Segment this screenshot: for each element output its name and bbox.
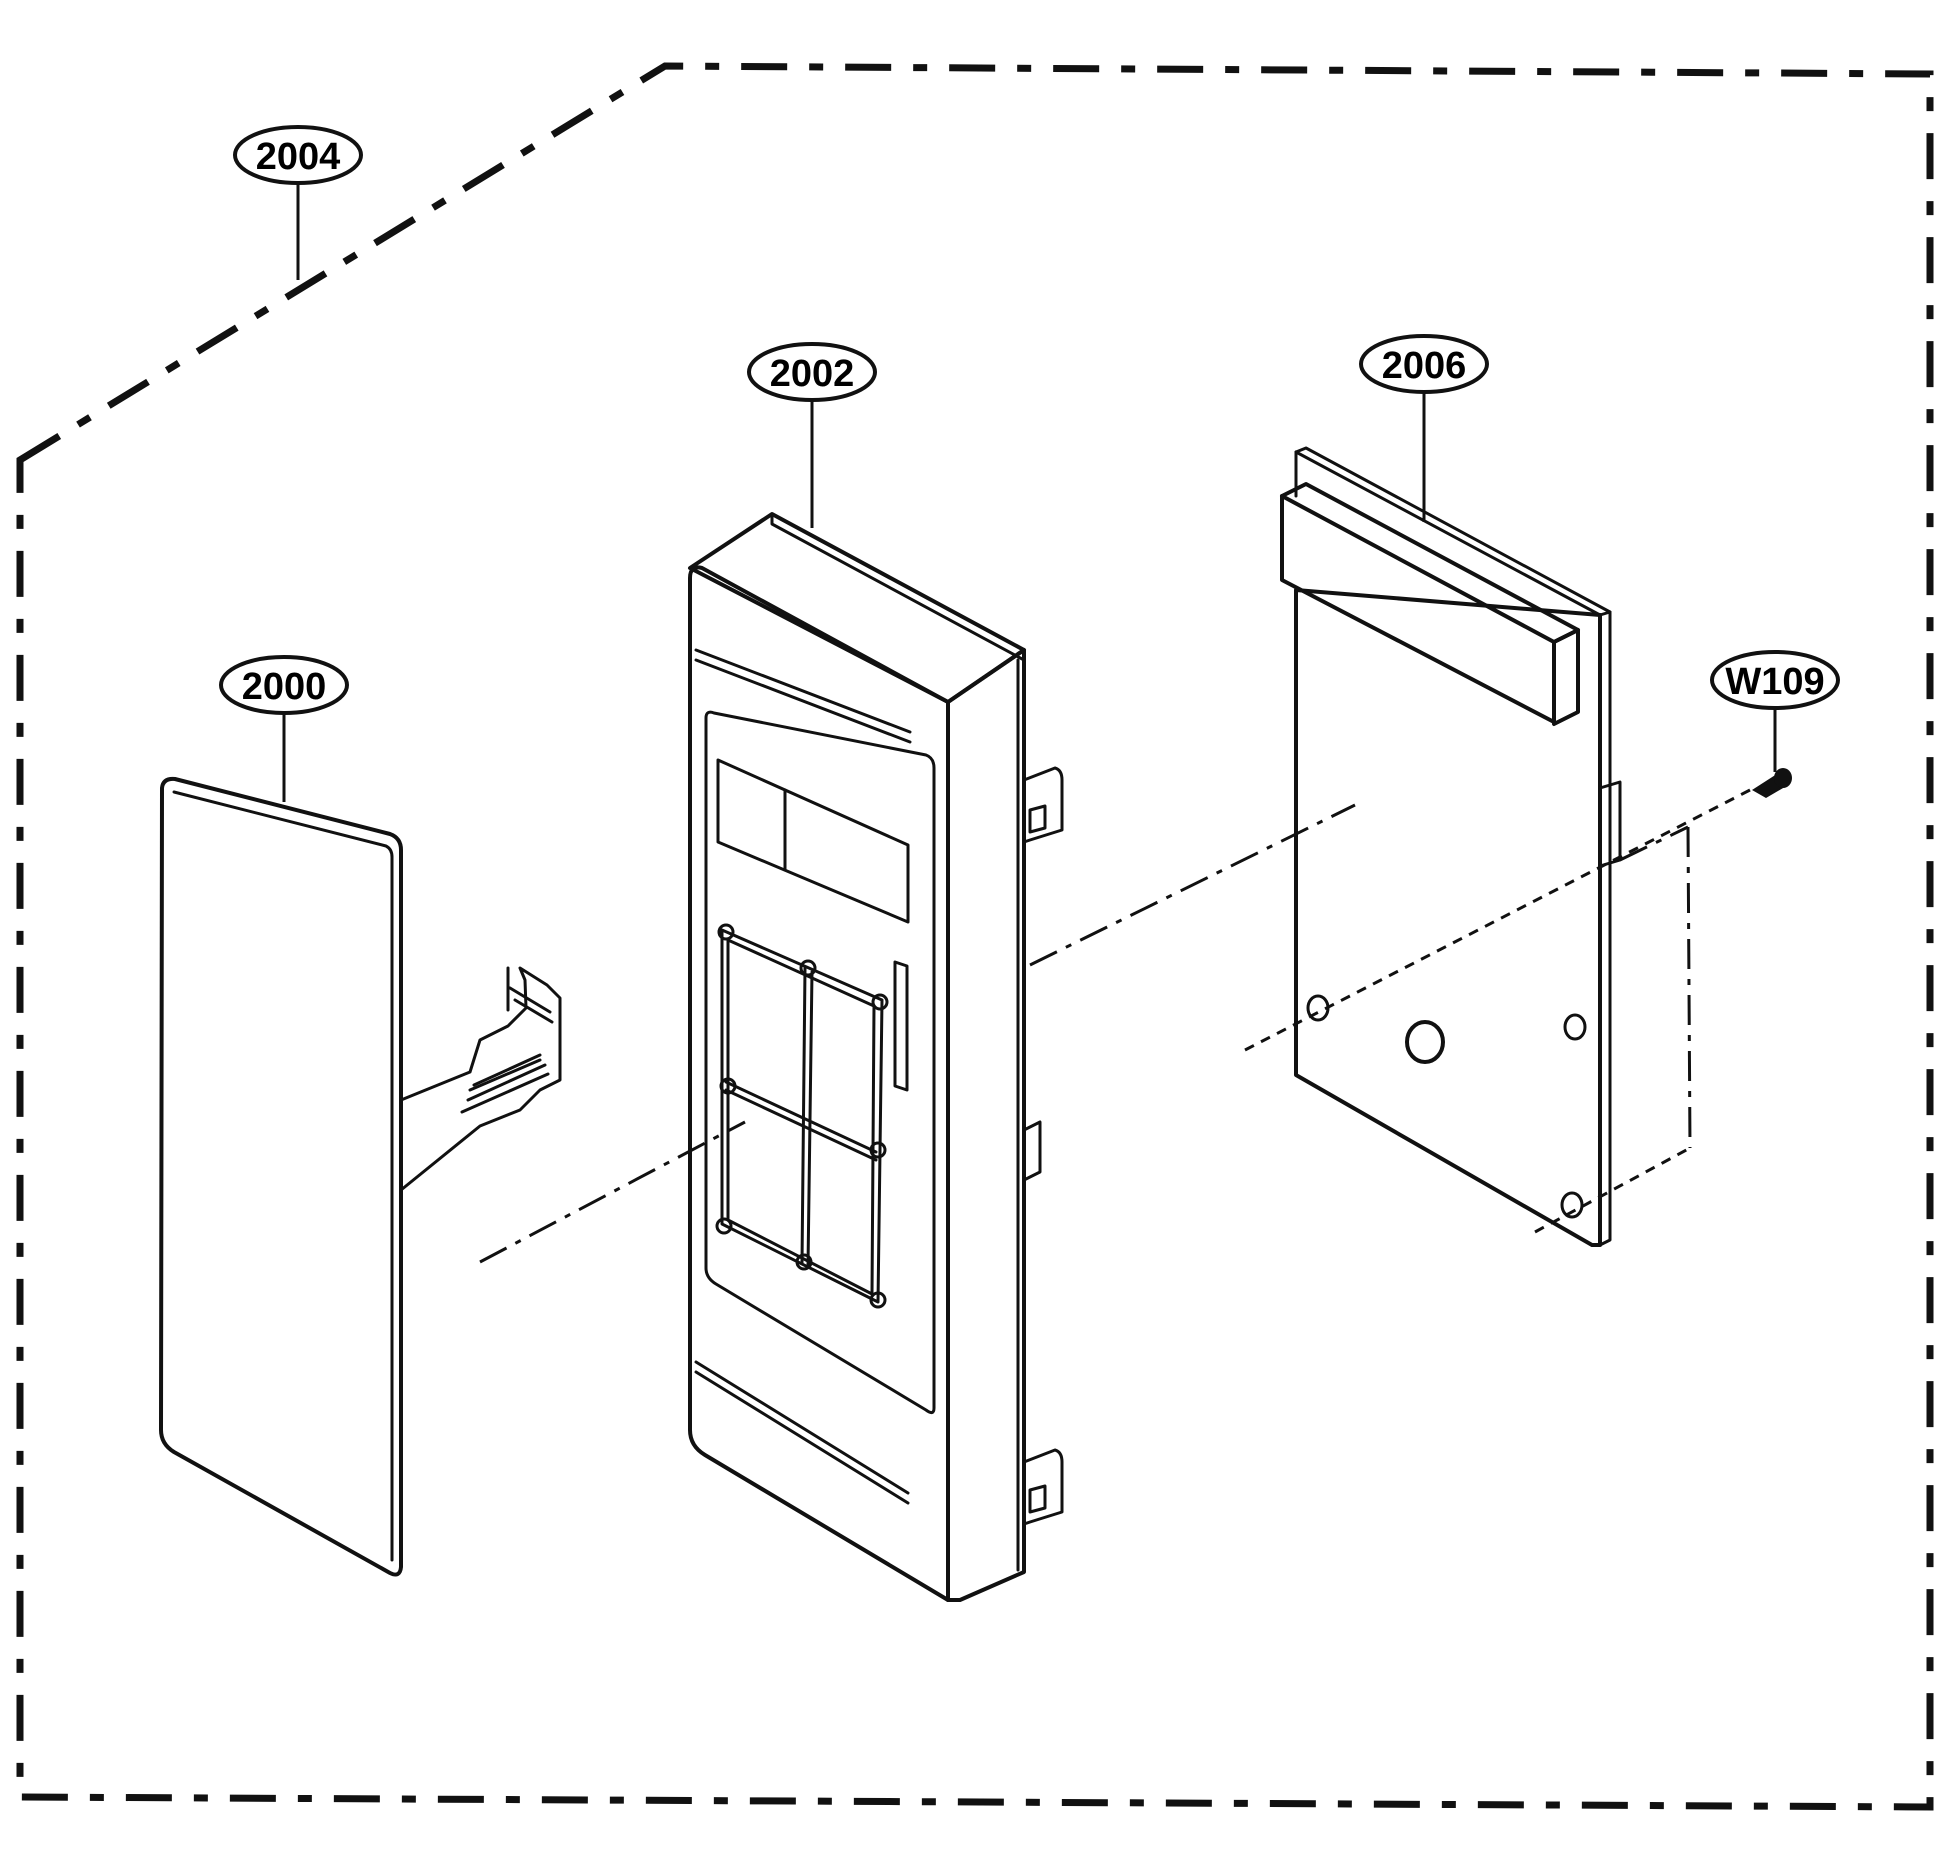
callout-W109: W109 — [1710, 650, 1840, 772]
callout-label-W109: W109 — [1725, 661, 1824, 703]
part-2006-pcb — [1280, 446, 1622, 1247]
hidden-line-screw-bottom — [1534, 1146, 1691, 1234]
assembly-boundary — [16, 62, 1934, 1811]
callout-label-2006: 2006 — [1382, 345, 1467, 387]
callout-label-2002: 2002 — [770, 353, 855, 395]
centerline-screw-drop — [1686, 826, 1692, 1149]
part-W109-screw — [1752, 768, 1792, 798]
part-2000-membrane — [159, 776, 562, 1577]
callout-label-2004: 2004 — [256, 136, 341, 178]
callout-2004: 2004 — [233, 125, 363, 280]
hidden-line-screw-top — [1244, 788, 1751, 1052]
centerline-screw-link — [1619, 825, 1689, 862]
callout-2006: 2006 — [1359, 334, 1489, 522]
centerline-2000-2002 — [479, 1120, 746, 1264]
callout-label-2000: 2000 — [242, 666, 327, 708]
callout-2000: 2000 — [219, 655, 349, 802]
callout-2002: 2002 — [747, 342, 877, 528]
centerline-2002-2006 — [1029, 803, 1356, 967]
part-2002-control-panel — [688, 512, 1064, 1602]
